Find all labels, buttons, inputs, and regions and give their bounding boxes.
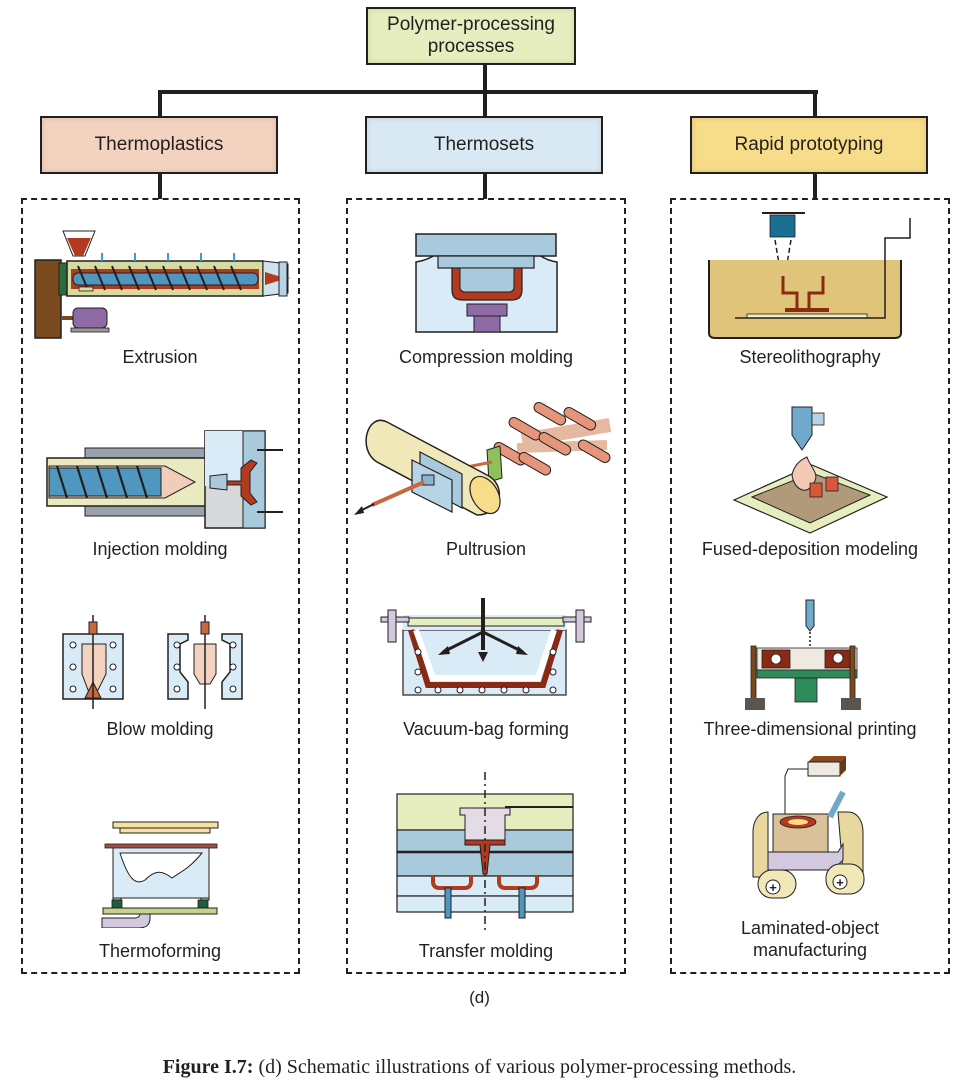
process-label: Fused-deposition modeling (701, 539, 919, 559)
connector-rapid-group (813, 173, 817, 199)
fdm-icon (732, 406, 889, 534)
lom-icon: + + (752, 756, 865, 899)
process-label: Injection molding (92, 539, 228, 559)
process-label: Transfer molding (418, 941, 554, 961)
process-label: Thermoforming (98, 941, 222, 961)
process-label: Compression molding (398, 347, 574, 367)
subfigure-label: (d) (469, 988, 490, 1007)
process-label: Three-dimensional printing (703, 719, 917, 739)
process-label: Stereolithography (739, 347, 881, 367)
connector-rapid (813, 90, 817, 117)
root-label-line1: Polymer-processing (387, 14, 555, 35)
transfer-mold-icon (396, 772, 574, 932)
category-label: Thermoplastics (94, 134, 224, 155)
category-rapid-prototyping: Rapid prototyping (690, 116, 928, 174)
connector-thermosets (483, 90, 487, 117)
connector-thermoplastics-group (158, 173, 162, 199)
figure-caption: Figure I.7: (d) Schematic illustrations … (0, 1056, 959, 1079)
caption-text: (d) Schematic illustrations of various p… (253, 1056, 797, 1078)
3d-printer-icon (745, 599, 861, 710)
extruder-icon (34, 230, 291, 339)
process-label: Pultrusion (445, 539, 527, 559)
process-label: Extrusion (122, 347, 198, 367)
process-label: Laminated-object manufacturing (675, 917, 945, 961)
svg-text:+: + (836, 875, 844, 890)
process-label: Blow molding (106, 719, 214, 739)
pultrusion-icon (354, 402, 612, 516)
category-thermoplastics: Thermoplastics (40, 116, 278, 174)
process-label-line1: Laminated-object (740, 918, 880, 938)
connector-thermosets-group (483, 173, 487, 199)
root-node: Polymer-processing processes (366, 7, 576, 65)
stereolithography-icon (708, 212, 911, 339)
connector-horizontal (158, 90, 818, 94)
root-label-line2: processes (427, 36, 515, 57)
caption-prefix: Figure I.7: (162, 1056, 254, 1078)
blow-mold-icon (62, 615, 243, 709)
connector-root-down (483, 64, 487, 93)
category-label: Rapid prototyping (734, 134, 884, 155)
category-thermosets: Thermosets (365, 116, 603, 174)
compression-mold-icon (415, 233, 558, 333)
process-label-line2: manufacturing (752, 940, 868, 960)
thermoformer-icon (101, 821, 219, 928)
connector-thermoplastics (158, 90, 162, 117)
svg-text:+: + (769, 880, 777, 895)
group-thermosets (346, 198, 626, 974)
injection-molder-icon (46, 430, 283, 529)
category-label: Thermosets (433, 134, 535, 155)
group-rapid-prototyping (670, 198, 950, 974)
group-thermoplastics (21, 198, 300, 974)
vacuum-bag-icon (380, 598, 592, 696)
process-label: Vacuum-bag forming (403, 719, 569, 739)
